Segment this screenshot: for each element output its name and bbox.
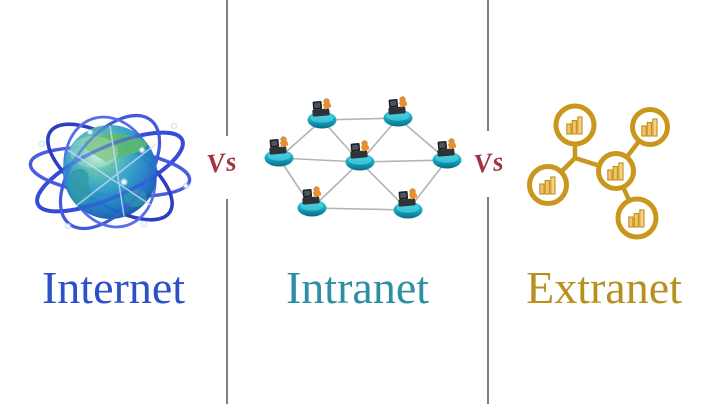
vs-label-1: Vs [205, 145, 239, 180]
divider-line-1-bottom [226, 199, 228, 404]
divider-line-1-top [226, 0, 228, 136]
workstation-node [383, 95, 413, 127]
section-label-extranet: Extranet [526, 262, 682, 313]
chart-node-network-icon [520, 94, 710, 251]
workstation-node [264, 135, 294, 167]
divider-line-2-bottom [487, 197, 489, 404]
workstation-node [307, 97, 337, 129]
workstation-node [297, 185, 327, 217]
globe-network-icon [24, 86, 196, 251]
workstation-node [393, 187, 423, 219]
divider-line-2-top [487, 0, 489, 131]
workstation-node [432, 137, 462, 169]
vs-label-2: Vs [472, 145, 506, 180]
section-label-intranet: Intranet [285, 262, 430, 313]
sparkle-dots [38, 122, 190, 230]
mesh-network-icon [254, 94, 464, 239]
section-label-internet: Internet [41, 262, 186, 313]
workstation-node [345, 139, 375, 171]
